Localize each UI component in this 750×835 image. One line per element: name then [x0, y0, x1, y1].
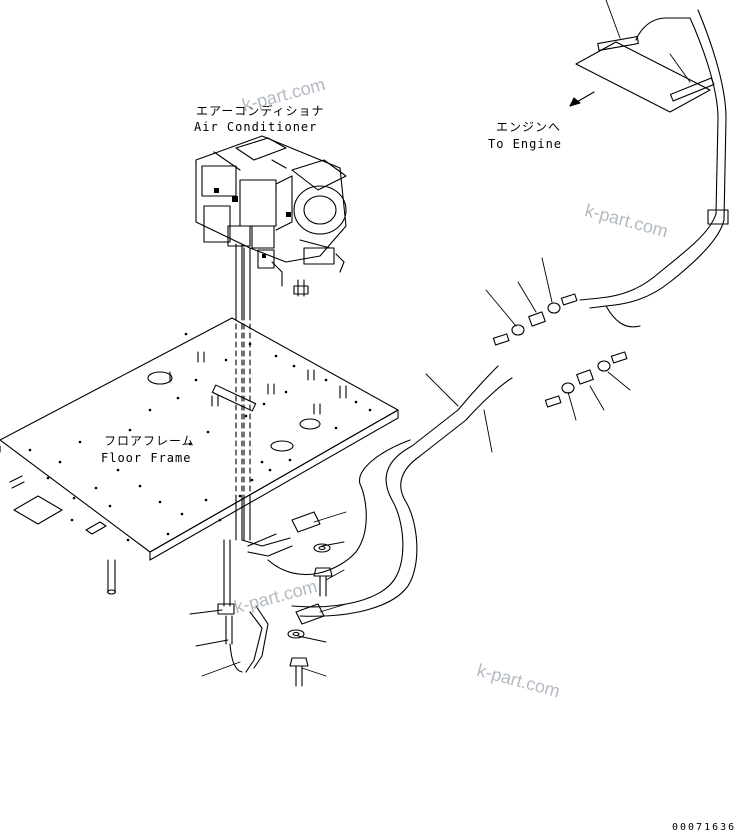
floor-frame-label-jp: フロアフレーム [104, 434, 195, 448]
connector-cluster [492, 293, 628, 408]
leader-lines [189, 0, 691, 677]
engine-connection [569, 36, 715, 113]
air-conditioner-label-jp: エアーコンディショナ [196, 104, 325, 118]
drawing-code: 00071636 [672, 822, 737, 833]
floor-frame-plate [0, 317, 399, 595]
air-conditioner-unit [195, 135, 347, 297]
air-conditioner-label-en: Air Conditioner [194, 120, 318, 134]
to-engine-label-en: To Engine [488, 137, 563, 151]
vertical-hoses [217, 243, 251, 645]
routed-hose-pair [267, 9, 729, 617]
floor-frame-label-en: Floor Frame [101, 451, 192, 465]
to-engine-label-jp: エンジンへ [496, 120, 562, 134]
